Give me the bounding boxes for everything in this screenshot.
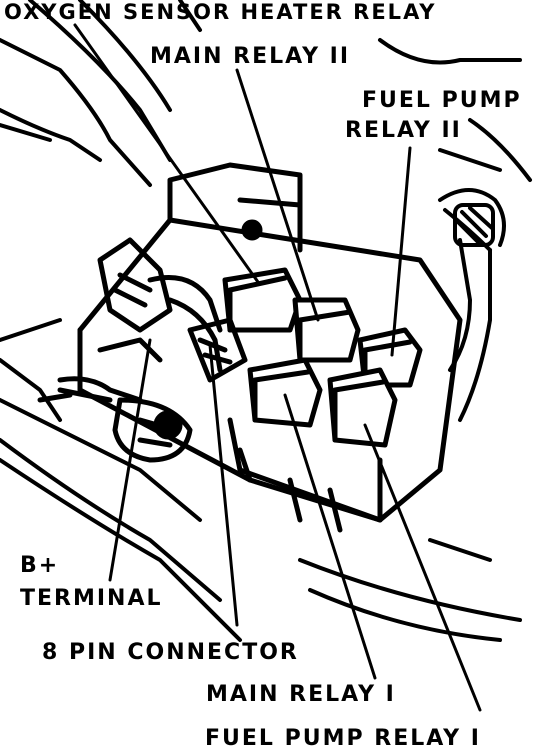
b-plus-label-line2: TERMINAL (20, 586, 163, 611)
main-relay-2-label: MAIN RELAY II (150, 44, 351, 69)
fuel-pump-relay-1-label: FUEL PUMP RELAY I (205, 726, 481, 751)
fuel-pump-relay-2-label-line1: FUEL PUMP (362, 88, 522, 113)
wiring-harness (37, 237, 248, 463)
oxygen-sensor-heater-relay-label: OXYGEN SENSOR HEATER RELAY (4, 0, 437, 24)
background-contours (0, 0, 532, 642)
main-relay-1-label: MAIN RELAY I (206, 682, 396, 707)
pin-connector-label: 8 PIN CONNECTOR (42, 640, 299, 665)
b-plus-label-line1: B+ (20, 553, 60, 578)
right-hose (438, 188, 506, 422)
fuel-pump-relay-2-label-line2: RELAY II (345, 118, 462, 143)
leader-lines (73, 23, 482, 712)
relay-blocks (222, 267, 423, 448)
